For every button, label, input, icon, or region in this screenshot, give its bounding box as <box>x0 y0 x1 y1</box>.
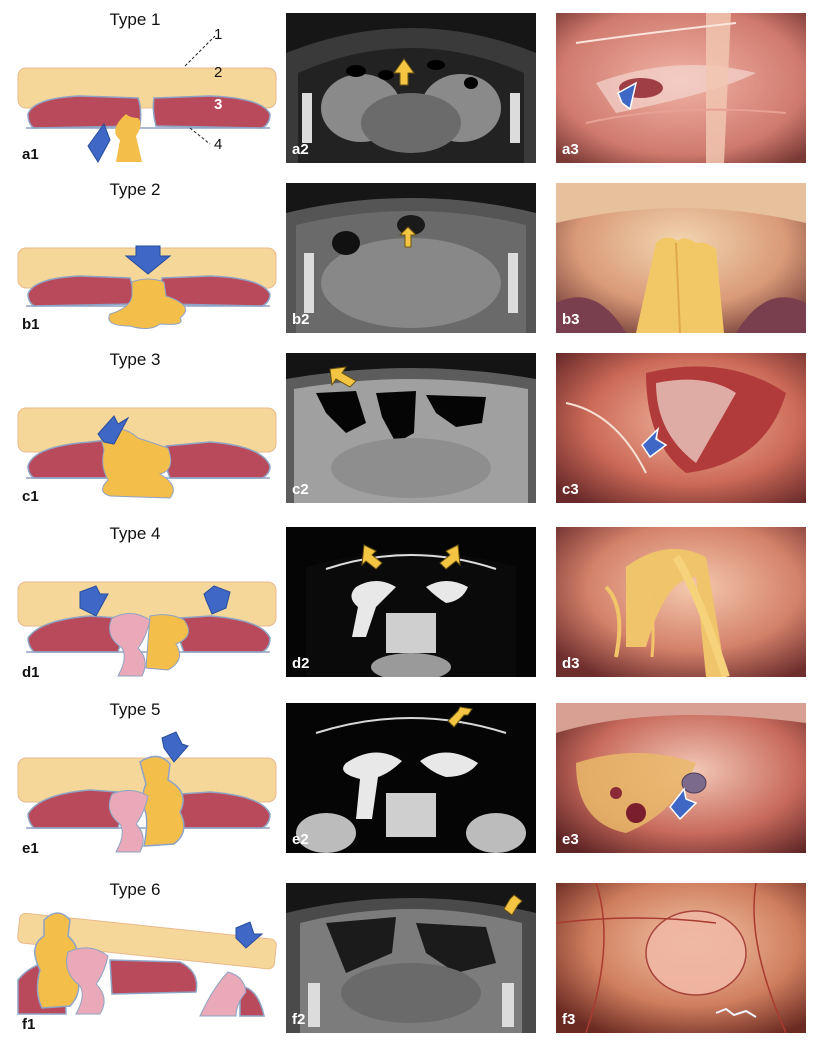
diagram-a1: Type 1 1 2 3 4 a1 <box>0 6 282 172</box>
layer-label-2: 2 <box>214 64 223 81</box>
diagram-b1: Type 2 b1 <box>0 176 282 342</box>
ct-scan-a2: a2 <box>286 13 536 163</box>
panel-label: c3 <box>562 481 579 498</box>
ct-scan-e2: e2 <box>286 703 536 853</box>
row-type-5: Type 5 e1 e2 <box>0 696 823 862</box>
row-type-4: Type 4 d1 d2 <box>0 520 823 686</box>
type-title: Type 2 <box>109 180 161 199</box>
panel-label: e3 <box>562 831 579 848</box>
row-type-2: Type 2 b1 b2 <box>0 176 823 342</box>
panel-label: f3 <box>562 1011 576 1028</box>
panel-label: d1 <box>22 664 40 681</box>
laparoscopy-a3: a3 <box>556 13 806 163</box>
laparoscopy-b3: b3 <box>556 183 806 333</box>
panel-label: b3 <box>562 311 580 328</box>
panel-label: d2 <box>292 655 310 672</box>
diagram-e1: Type 5 e1 <box>0 696 282 862</box>
panel-label: a3 <box>562 141 579 158</box>
type-title: Type 1 <box>109 10 161 29</box>
panel-label: a1 <box>22 146 39 163</box>
row-type-1: Type 1 1 2 3 4 a1 a2 <box>0 6 823 172</box>
type-title: Type 6 <box>109 880 161 899</box>
type-title: Type 3 <box>109 350 161 369</box>
diagram-c1: Type 3 c1 <box>0 346 282 512</box>
panel-label: c2 <box>292 481 309 498</box>
ct-scan-d2: d2 <box>286 527 536 677</box>
panel-label: f1 <box>22 1016 36 1033</box>
laparoscopy-f3: f3 <box>556 883 806 1033</box>
panel-label: f2 <box>292 1011 306 1028</box>
layer-label-4: 4 <box>214 136 223 153</box>
diagram-d1: Type 4 d1 <box>0 520 282 686</box>
panel-label: d3 <box>562 655 580 672</box>
panel-label: b2 <box>292 311 310 328</box>
panel-label: b1 <box>22 316 40 333</box>
laparoscopy-c3: c3 <box>556 353 806 503</box>
layer-label-3: 3 <box>214 96 223 113</box>
row-type-3: Type 3 c1 c2 <box>0 346 823 512</box>
type-title: Type 5 <box>109 700 161 719</box>
panel-label: e2 <box>292 831 309 848</box>
panel-label: a2 <box>292 141 309 158</box>
laparoscopy-e3: e3 <box>556 703 806 853</box>
laparoscopy-d3: d3 <box>556 527 806 677</box>
type-title: Type 4 <box>109 524 161 543</box>
panel-label: c1 <box>22 488 39 505</box>
ct-scan-f2: f2 <box>286 883 536 1033</box>
ct-scan-c2: c2 <box>286 353 536 503</box>
panel-label: e1 <box>22 840 39 857</box>
ct-scan-b2: b2 <box>286 183 536 333</box>
diagram-f1: Type 6 f1 <box>0 876 282 1042</box>
layer-label-1: 1 <box>214 26 223 43</box>
row-type-6: Type 6 f1 f2 <box>0 876 823 1042</box>
